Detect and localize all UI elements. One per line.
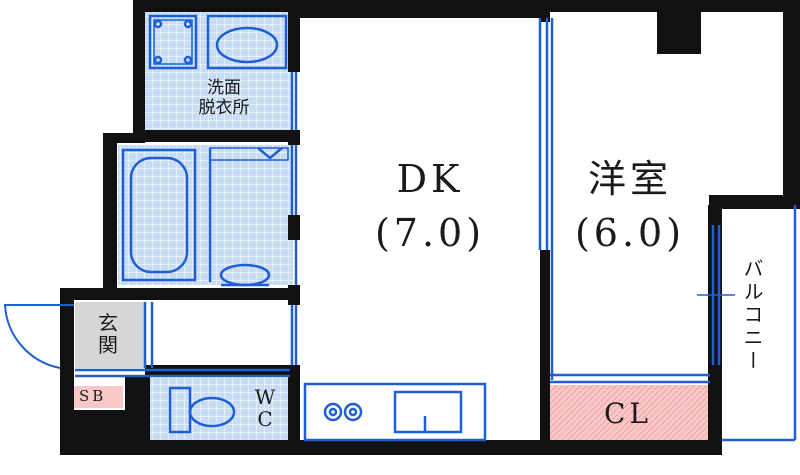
washroom-label: 洗面 脱衣所 [183,78,265,118]
western-room-name: 洋室 [587,157,672,201]
washroom-floor [145,10,293,130]
bathroom-floor [118,145,293,285]
toilet-label: W C [250,386,280,430]
western-room-label: 洋室 (6.0) [555,160,705,252]
balcony-label: バルコニー [740,258,764,373]
toilet-label-line1: W [254,385,276,409]
entrance-label-line1: 玄 [98,311,118,335]
dk-label: DK (7.0) [345,160,515,252]
entrance-label-line2: 関 [98,333,118,357]
washroom-label-line2: 脱衣所 [198,98,250,118]
shoebox-fill [73,386,123,408]
toilet-label-line2: C [257,407,273,431]
shoebox-label: SB [79,387,107,405]
fixtures [3,14,797,442]
dk-name: DK [396,157,464,201]
western-room-size: (6.0) [574,211,686,255]
washroom-label-line1: 洗面 [207,78,241,98]
walls [60,0,800,455]
closet-fill [550,385,710,440]
entrance-floor [75,302,145,368]
closet-label: CL [604,397,653,430]
entrance-label: 玄 関 [86,312,130,356]
dk-size: (7.0) [374,211,486,255]
